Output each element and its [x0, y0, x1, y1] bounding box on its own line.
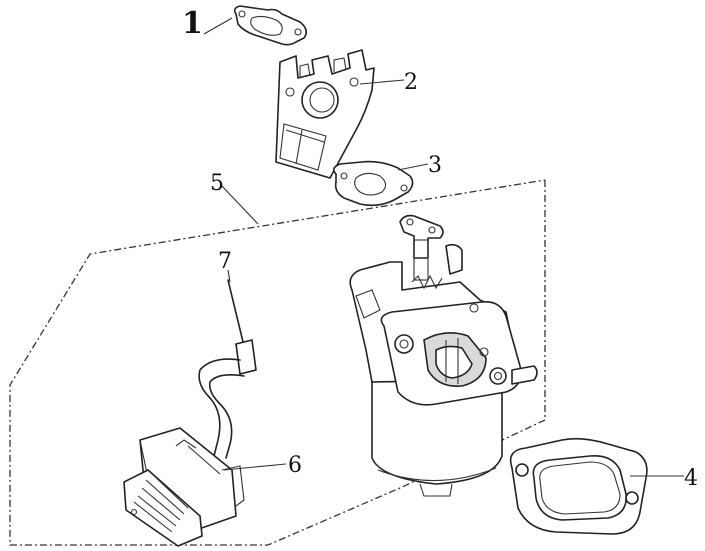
callout-6: 6	[288, 453, 302, 478]
callout-2: 2	[404, 70, 418, 95]
callout-5: 5	[210, 171, 224, 196]
part-6-filter	[123, 427, 245, 547]
callout-1: 1	[182, 6, 203, 41]
fuel-line	[198, 358, 245, 459]
part-1-gasket	[233, 5, 308, 46]
part-7-tube	[227, 279, 257, 375]
callout-4: 4	[684, 466, 698, 491]
assembly-boundary	[9, 179, 546, 546]
leader-lines	[203, 17, 684, 477]
callout-3: 3	[428, 153, 442, 178]
carburetor-body	[349, 214, 538, 497]
part-4-gasket	[509, 437, 648, 535]
part-3-gasket	[332, 160, 414, 207]
part-2-insulator-bracket	[275, 49, 375, 179]
callout-7: 7	[218, 249, 232, 274]
